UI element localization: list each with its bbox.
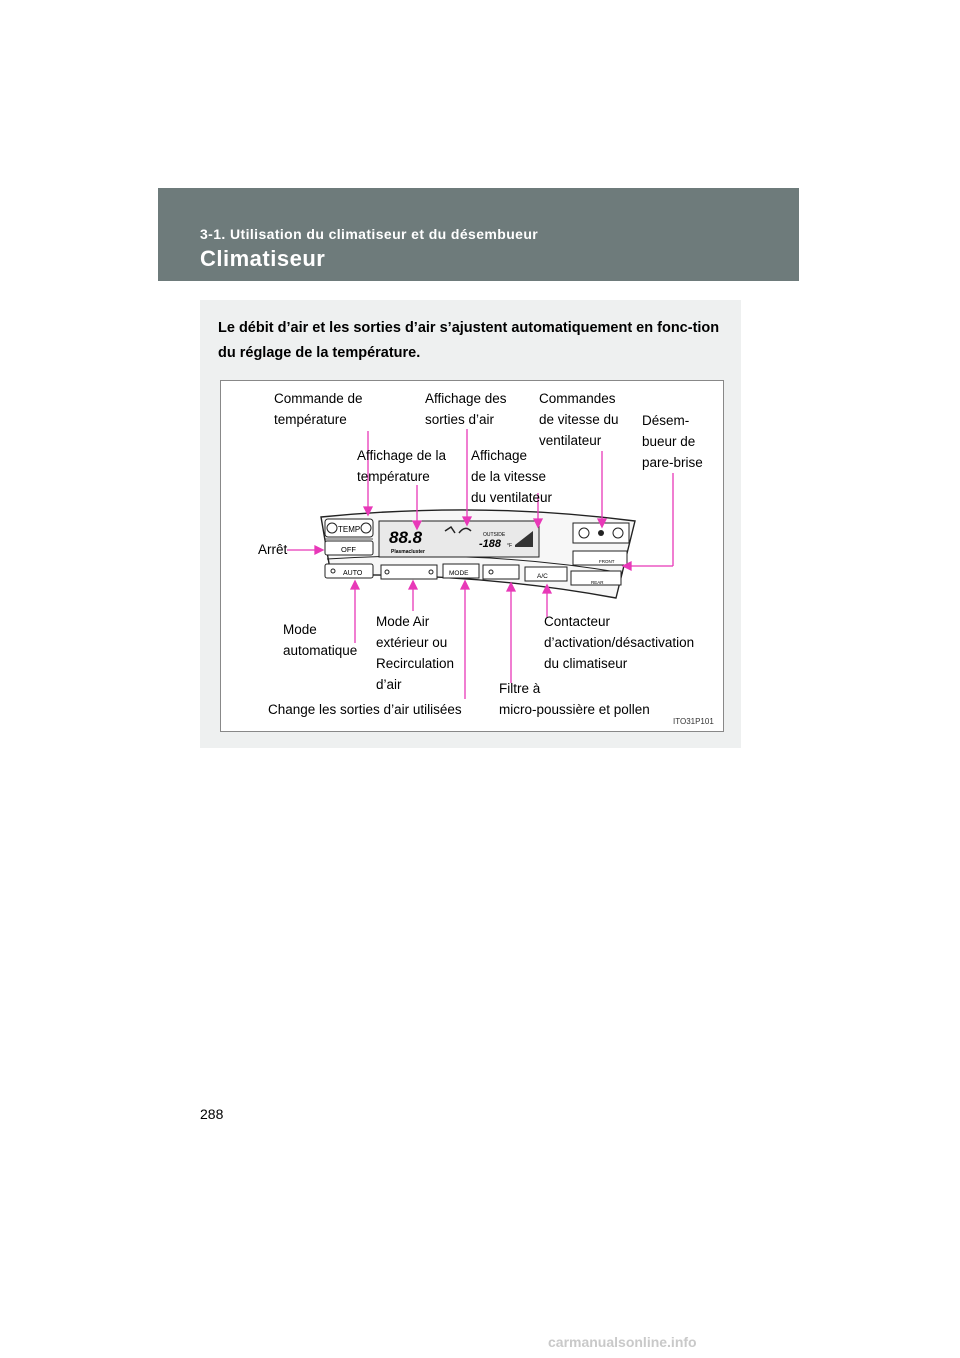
label-mode-air-1: Mode Air bbox=[376, 614, 430, 629]
temp-text: TEMP bbox=[338, 525, 360, 534]
label-mode-auto-2: automatique bbox=[283, 643, 358, 658]
label-desembueur-2: bueur de bbox=[642, 434, 696, 449]
label-affichage-sorties-2: sorties d’air bbox=[425, 412, 495, 427]
unit-text: °F bbox=[507, 543, 512, 549]
label-affichage-vitesse-1: Affichage bbox=[471, 448, 528, 463]
pointer-lines bbox=[287, 429, 674, 699]
label-commandes-vitesse-1: Commandes bbox=[539, 391, 616, 406]
label-affichage-vitesse-2: de la vitesse bbox=[471, 469, 547, 484]
footer-watermark: carmanualsonline.info bbox=[548, 1334, 697, 1350]
rear-text: REAR bbox=[591, 580, 604, 585]
label-affichage-vitesse-3: du ventilateur bbox=[471, 490, 553, 505]
label-change-sorties: Change les sorties d’air utilisées bbox=[268, 702, 462, 717]
label-contacteur-3: du climatiseur bbox=[544, 656, 628, 671]
label-filtre-1: Filtre à bbox=[499, 681, 541, 696]
content-panel: Le débit d’air et les sorties d’air s’aj… bbox=[200, 300, 741, 748]
off-text: OFF bbox=[341, 545, 356, 554]
label-mode-air-4: d’air bbox=[376, 677, 402, 692]
label-mode-air-2: extérieur ou bbox=[376, 635, 448, 650]
label-commande-temp-1: Commande de bbox=[274, 391, 363, 406]
label-commandes-vitesse-2: de vitesse du bbox=[539, 412, 619, 427]
label-contacteur-1: Contacteur bbox=[544, 614, 611, 629]
label-desembueur-3: pare-brise bbox=[642, 455, 703, 470]
control-panel-figure: TEMP OFF AUTO 88.8 OUTSIDE -188 °F Plasm… bbox=[220, 380, 724, 732]
label-commandes-vitesse-3: ventilateur bbox=[539, 433, 602, 448]
label-commande-temp-2: température bbox=[274, 412, 347, 427]
label-arret: Arrêt bbox=[258, 542, 288, 557]
page-title: Climatiseur bbox=[200, 246, 326, 271]
temp-display-text: 88.8 bbox=[389, 528, 423, 547]
outside-display-text: -188 bbox=[479, 538, 502, 550]
outside-text: OUTSIDE bbox=[483, 532, 506, 538]
label-filtre-2: micro-poussière et pollen bbox=[499, 702, 650, 717]
label-mode-air-3: Recirculation bbox=[376, 656, 455, 671]
label-mode-auto-1: Mode bbox=[283, 622, 317, 637]
section-title: 3-1. Utilisation du climatiseur et du dé… bbox=[200, 226, 539, 242]
label-affichage-sorties-1: Affichage des bbox=[425, 391, 507, 406]
control-panel-illustration: TEMP OFF AUTO 88.8 OUTSIDE -188 °F Plasm… bbox=[287, 429, 674, 699]
ac-text: A/C bbox=[537, 573, 548, 580]
section-header: 3-1. Utilisation du climatiseur et du dé… bbox=[158, 188, 799, 281]
figure-code: ITO31P101 bbox=[673, 717, 714, 726]
brand-text: Plasmacluster bbox=[391, 549, 425, 555]
mode-text: MODE bbox=[449, 570, 469, 577]
label-affichage-temp-2: température bbox=[357, 469, 430, 484]
intro-text: Le débit d’air et les sorties d’air s’aj… bbox=[218, 320, 720, 361]
front-text: FRONT bbox=[599, 559, 615, 564]
label-affichage-temp-1: Affichage de la bbox=[357, 448, 447, 463]
label-contacteur-2: d’activation/désactivation bbox=[544, 635, 695, 650]
label-desembueur-1: Désem- bbox=[642, 413, 690, 428]
page-number: 288 bbox=[200, 1106, 224, 1122]
auto-text: AUTO bbox=[343, 570, 363, 577]
